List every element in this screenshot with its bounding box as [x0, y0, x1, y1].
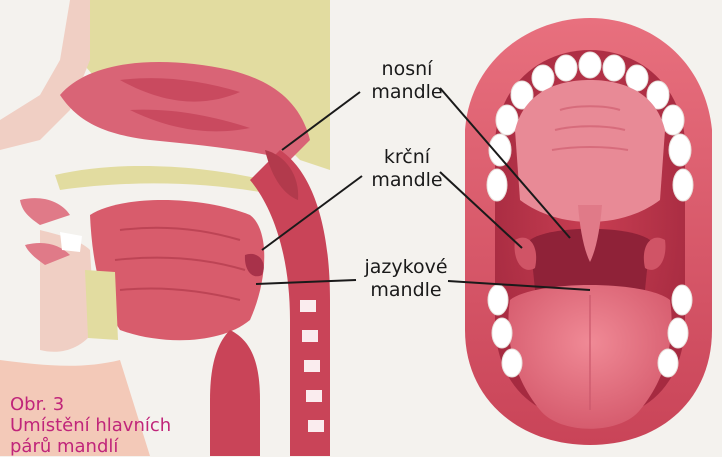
- figure-caption-line1: Umístění hlavních: [10, 415, 230, 436]
- mandible-bone: [85, 270, 118, 340]
- nasal-tonsil-label-line1: nosní: [362, 58, 452, 81]
- lingual-tonsil-label-line1: jazykové: [350, 256, 462, 279]
- figure-caption: Obr. 3 Umístění hlavních párů mandlí: [10, 394, 230, 457]
- palatine-tonsil-label-line1: krční: [362, 146, 452, 169]
- nasal-tonsil-label-line2: mandle: [362, 81, 452, 104]
- figure-number: Obr. 3: [10, 394, 230, 415]
- nasal-tonsil-label: nosní mandle: [362, 58, 452, 104]
- lingual-tonsil-label: jazykové mandle: [350, 256, 462, 302]
- palatine-tonsil-label-line2: mandle: [362, 169, 452, 192]
- open-mouth-view: [465, 18, 712, 445]
- palatine-tonsil-label: krční mandle: [362, 146, 452, 192]
- lingual-tonsil-label-line2: mandle: [350, 279, 462, 302]
- figure-caption-line2: párů mandlí: [10, 436, 230, 457]
